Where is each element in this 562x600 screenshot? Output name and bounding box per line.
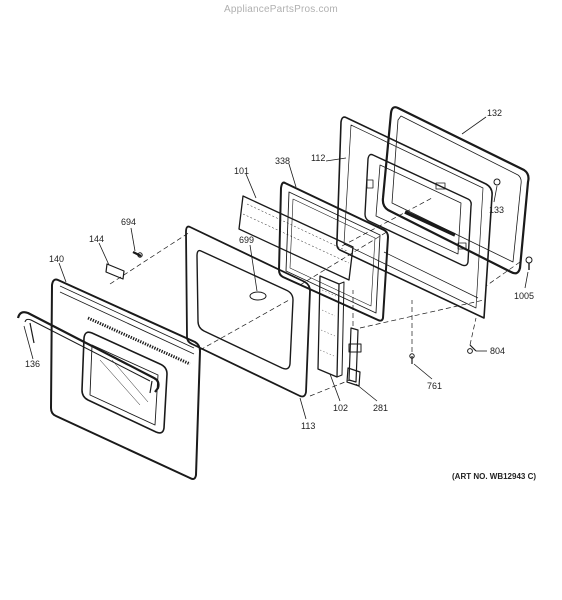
door-gasket-drawing <box>381 106 530 275</box>
leader-lines <box>23 116 529 420</box>
callout-132: 132 <box>487 108 503 118</box>
alignment-lines <box>109 197 521 397</box>
insulation-frame-drawing <box>278 181 389 322</box>
callout-144: 144 <box>89 234 105 244</box>
screw-804-drawing <box>467 344 477 354</box>
callout-338: 338 <box>275 156 291 166</box>
insulation-strip-101-drawing <box>238 195 354 281</box>
outer-door-panel-drawing <box>50 278 201 480</box>
inner-liner-drawing <box>336 116 493 319</box>
callout-133: 133 <box>489 205 505 215</box>
callout-761: 761 <box>427 381 443 391</box>
insulation-block-102-drawing <box>317 275 345 378</box>
callout-699: 699 <box>239 235 255 245</box>
callout-101: 101 <box>234 166 250 176</box>
callout-112: 112 <box>311 153 326 163</box>
callout-694: 694 <box>121 217 137 227</box>
screw-1005-drawing <box>525 256 533 270</box>
callout-140: 140 <box>49 254 65 264</box>
callout-113: 113 <box>301 421 316 431</box>
door-handle-drawing <box>16 311 160 394</box>
hinge-drawing <box>346 327 362 387</box>
callout-136: 136 <box>25 359 41 369</box>
callout-1005: 1005 <box>514 291 535 301</box>
watermark: AppliancePartsPros.com <box>224 4 338 15</box>
cap-144-drawing <box>105 263 125 280</box>
screw-694-drawing <box>132 251 143 258</box>
art-number: (ART NO. WB12943 C) <box>452 472 537 481</box>
screw-761-drawing <box>409 353 415 364</box>
inner-glass-drawing <box>185 225 311 398</box>
callout-804: 804 <box>490 346 506 356</box>
callout-102: 102 <box>333 403 349 413</box>
callout-281: 281 <box>373 403 389 413</box>
